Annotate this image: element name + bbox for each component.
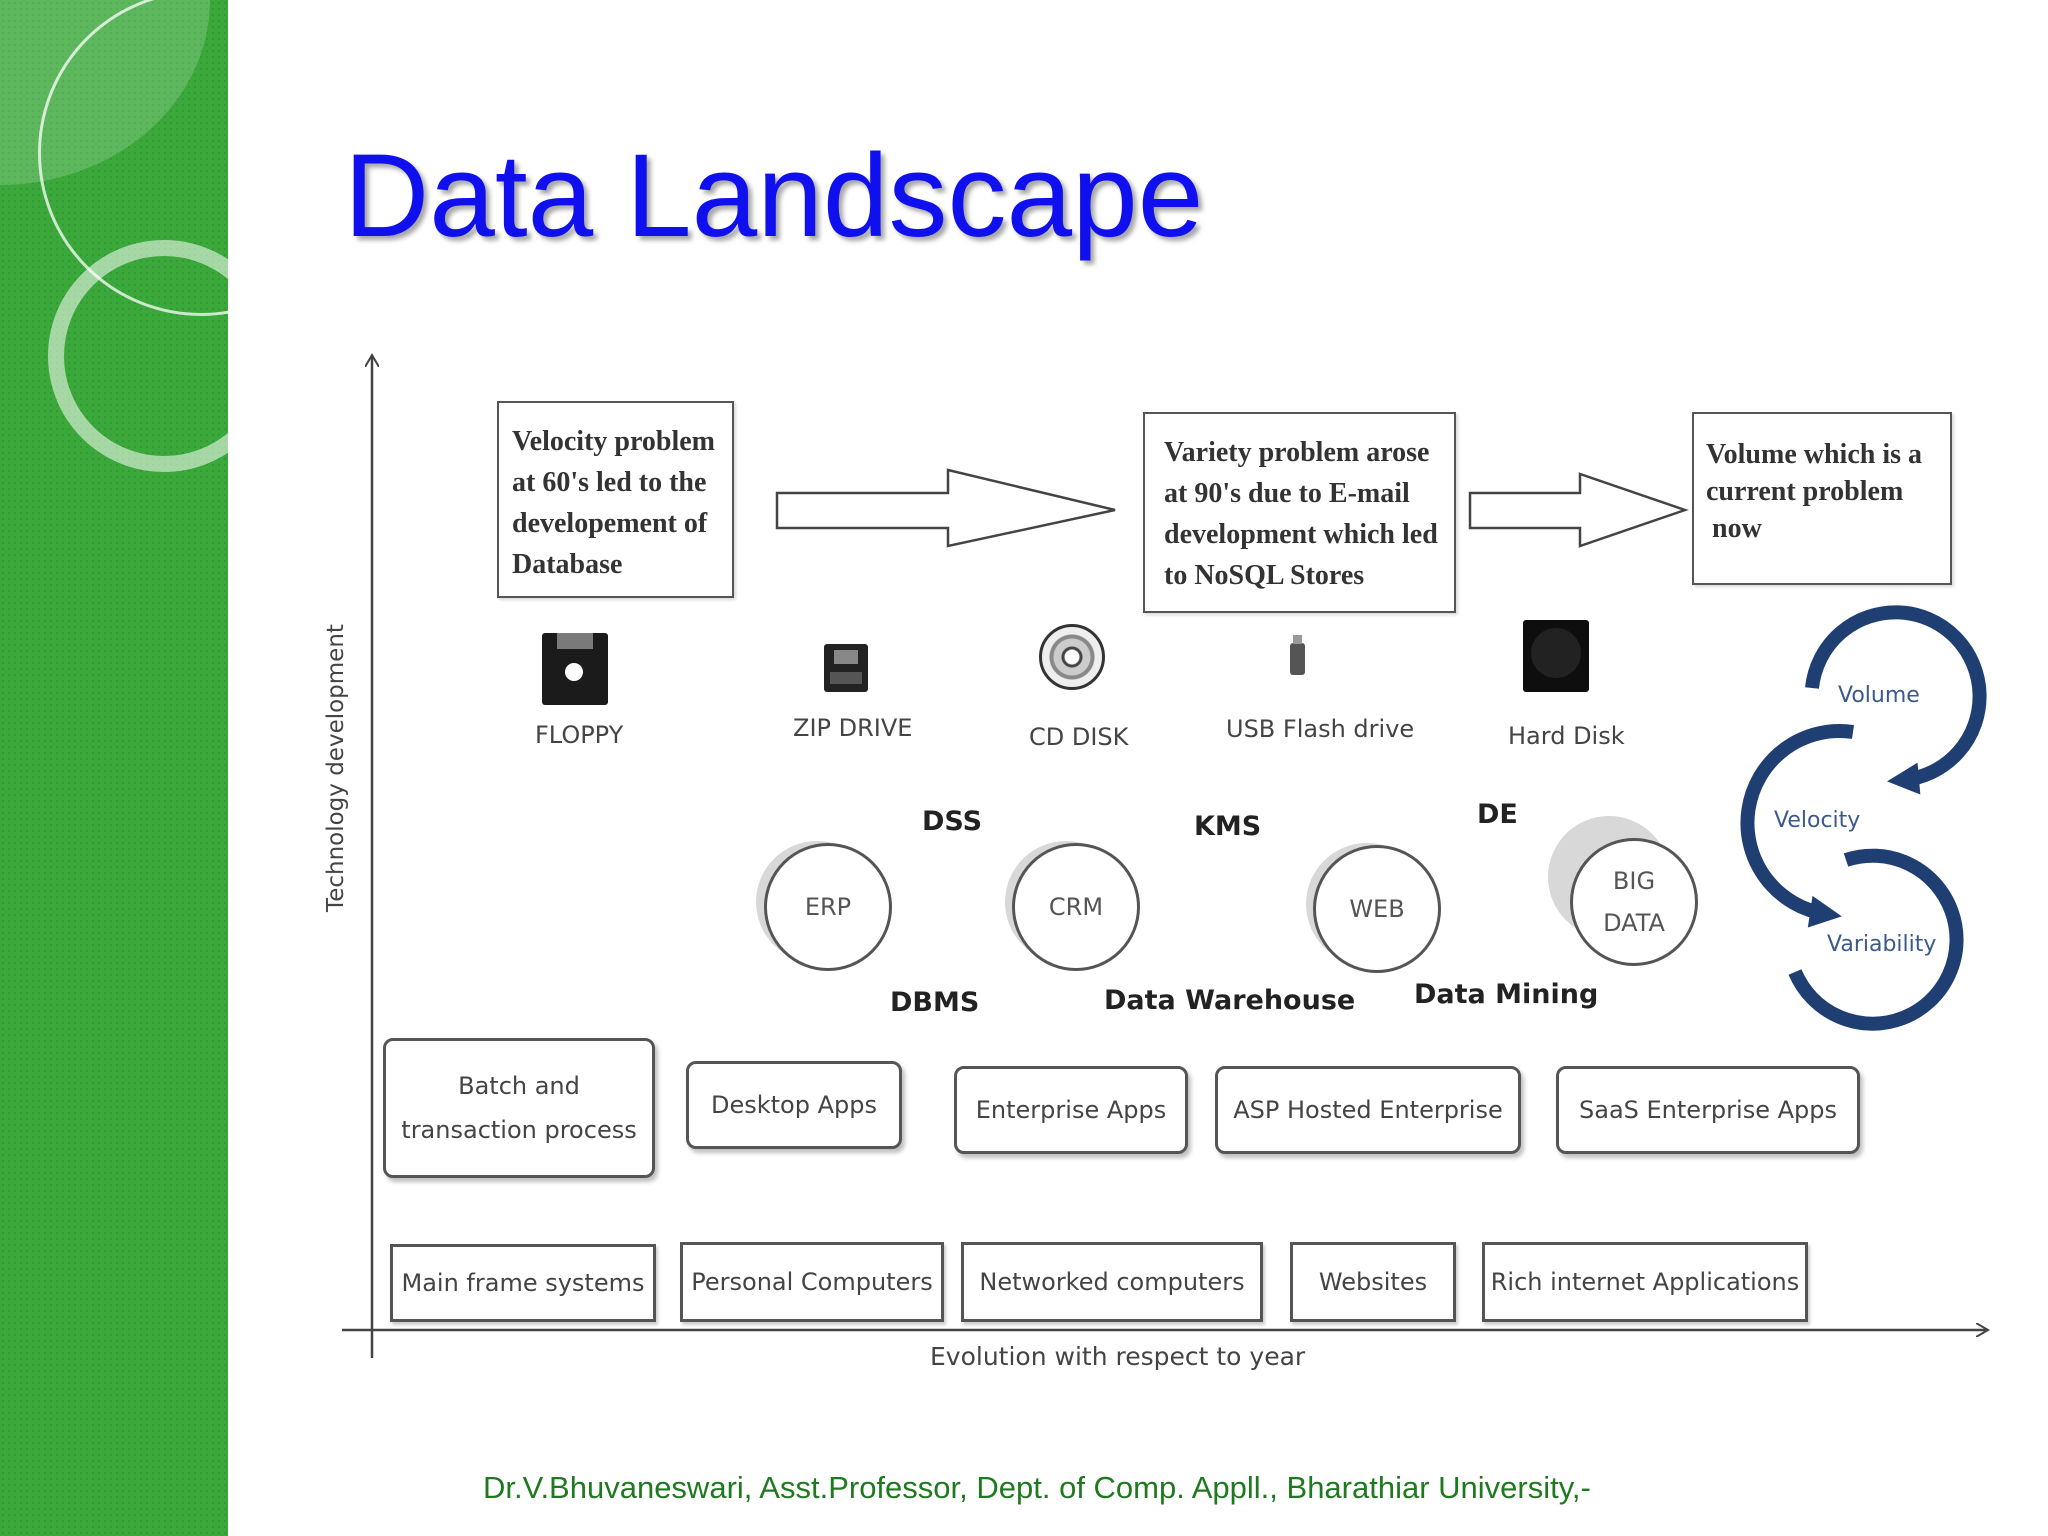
volume-problem-box: Volume which is a current problem now <box>1692 412 1952 585</box>
x-axis-label: Evolution with respect to year <box>930 1342 1306 1371</box>
app-box-batch: Batch and transaction process <box>383 1038 655 1178</box>
app-box-line: Enterprise Apps <box>975 1096 1167 1124</box>
problem-line: to NoSQL Stores <box>1164 560 1365 591</box>
problem-line: at 90's due to E-mail <box>1164 478 1410 509</box>
device-label-cd-disk: CD DISK <box>1029 723 1129 751</box>
problem-line: now <box>1712 513 1762 544</box>
transition-arrow-2 <box>1468 472 1689 548</box>
app-box-asp-hosted: ASP Hosted Enterprise <box>1215 1066 1521 1154</box>
circle-label: ERP <box>804 893 852 921</box>
label-dbms: DBMS <box>890 987 980 1018</box>
app-box-line: Desktop Apps <box>711 1091 877 1119</box>
system-box-rich-internet: Rich internet Applications <box>1482 1242 1808 1322</box>
cycle-arc-velocity <box>1740 724 1855 928</box>
system-box-mainframe: Main frame systems <box>390 1244 656 1322</box>
problem-line: Database <box>512 549 623 580</box>
cycle-arc-variability <box>1788 848 1964 1031</box>
problem-line: at 60's led to the <box>512 467 707 498</box>
velocity-problem-box: Velocity problem at 60's led to the deve… <box>497 401 734 598</box>
problem-line: Volume which is a <box>1706 439 1923 470</box>
cycle-graphic <box>1740 605 1987 1031</box>
transition-arrow-1 <box>775 468 1116 548</box>
circle-label: DATA <box>1603 909 1665 937</box>
circle-label: BIG <box>1612 867 1656 895</box>
problem-line: developement of <box>512 508 708 539</box>
app-box-line: transaction process <box>401 1116 637 1144</box>
label-data-warehouse: Data Warehouse <box>1104 985 1356 1016</box>
y-axis-label: Technology development <box>323 624 349 912</box>
circle-big-data: BIG DATA <box>1570 838 1698 966</box>
cycle-label-variability: Variability <box>1827 932 1937 957</box>
cycle-label-volume: Volume <box>1838 683 1920 708</box>
circle-erp: ERP <box>764 843 892 971</box>
problem-line: Variety problem arose <box>1164 437 1430 468</box>
floppy-icon <box>542 633 608 705</box>
slide-title: Data Landscape <box>344 130 1204 262</box>
system-box-networked-computers: Networked computers <box>961 1242 1263 1322</box>
app-box-line: ASP Hosted Enterprise <box>1233 1096 1503 1124</box>
label-kms: KMS <box>1194 811 1262 842</box>
label-dss: DSS <box>922 806 983 837</box>
variety-problem-box: Variety problem arose at 90's due to E-m… <box>1143 412 1456 613</box>
app-box-line: Batch and <box>458 1072 580 1100</box>
app-box-saas: SaaS Enterprise Apps <box>1556 1066 1860 1154</box>
system-box-websites: Websites <box>1290 1242 1456 1322</box>
app-box-desktop: Desktop Apps <box>686 1061 902 1149</box>
circle-label: WEB <box>1349 895 1405 923</box>
device-label-hard-disk: Hard Disk <box>1508 722 1625 750</box>
device-label-zip-drive: ZIP DRIVE <box>793 714 913 742</box>
device-label-floppy: FLOPPY <box>535 721 624 749</box>
problem-line: Velocity problem <box>512 426 715 457</box>
problem-line: development which led <box>1164 519 1438 550</box>
circle-label: CRM <box>1048 893 1104 921</box>
app-box-line: SaaS Enterprise Apps <box>1579 1096 1837 1124</box>
hard-disk-icon <box>1523 620 1589 692</box>
label-de: DE <box>1477 799 1518 830</box>
label-data-mining: Data Mining <box>1414 979 1599 1010</box>
cd-disk-icon <box>1039 624 1105 690</box>
cycle-arc-volume <box>1805 605 1987 795</box>
app-box-enterprise: Enterprise Apps <box>954 1066 1188 1154</box>
circle-crm: CRM <box>1012 843 1140 971</box>
circle-web: WEB <box>1313 845 1441 973</box>
cycle-label-velocity: Velocity <box>1774 808 1861 833</box>
device-label-usb-drive: USB Flash drive <box>1226 715 1415 743</box>
slide-footer: Dr.V.Bhuvaneswari, Asst.Professor, Dept.… <box>483 1470 1591 1505</box>
sidebar-decoration <box>0 0 228 1536</box>
zip-drive-icon <box>824 644 868 692</box>
usb-drive-icon <box>1290 635 1305 675</box>
system-box-personal-computers: Personal Computers <box>680 1242 944 1322</box>
problem-line: current problem <box>1706 476 1904 507</box>
